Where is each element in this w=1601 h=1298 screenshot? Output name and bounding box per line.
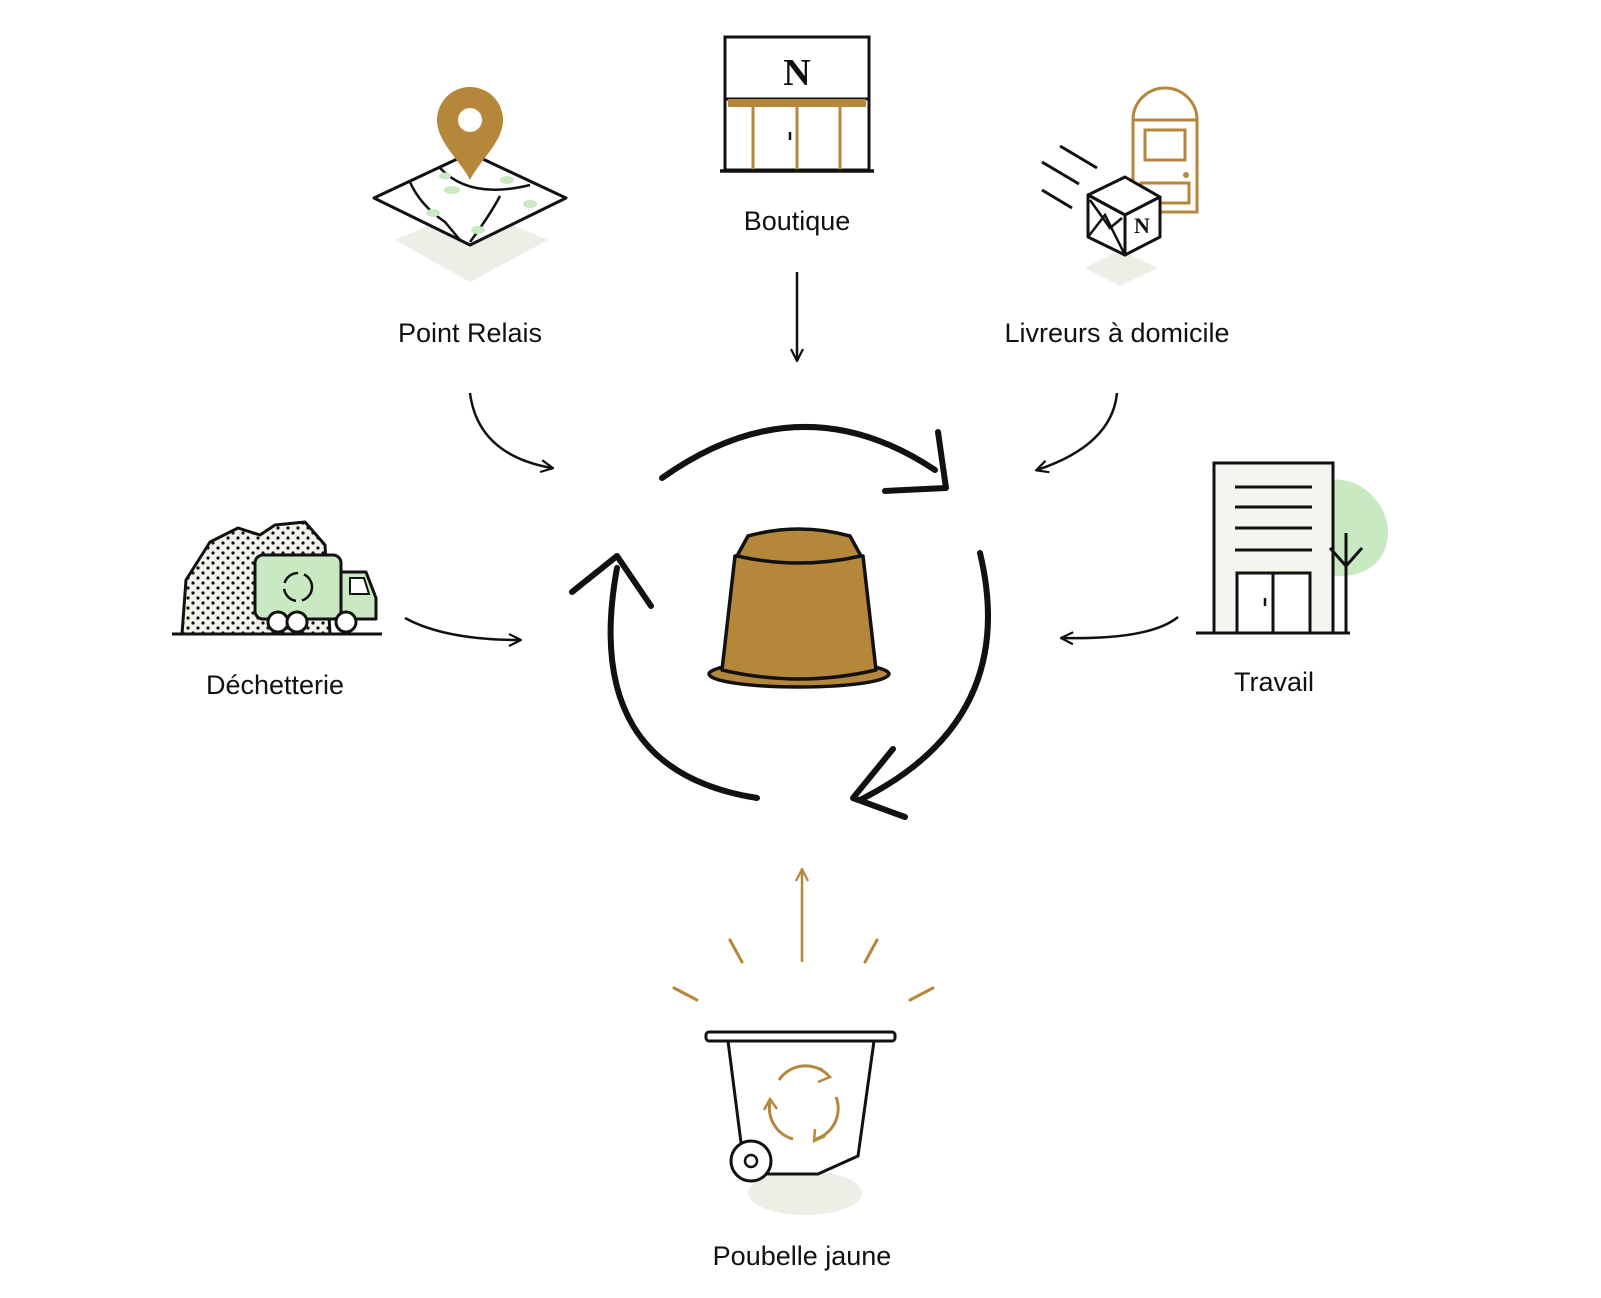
cycle-arrowhead-left <box>569 553 654 609</box>
label-point-relais: Point Relais <box>397 318 543 348</box>
cycle-arrowhead-right <box>850 746 908 820</box>
cycle-arrowhead-top <box>882 429 949 494</box>
label-livreurs: Livreurs à domicile <box>1004 318 1230 348</box>
label-dechetterie: Déchetterie <box>205 670 345 700</box>
coffee-capsule-icon <box>707 527 891 689</box>
cycle-arrow-left <box>607 565 760 801</box>
livreurs-logo-letter: N <box>1134 213 1150 238</box>
yellow-bin-icon <box>704 1030 897 1215</box>
cycle-arrows <box>569 424 991 820</box>
recycling-truck-icon <box>172 520 382 636</box>
delivery-package-icon: N <box>1041 86 1199 286</box>
burst-lines <box>672 938 935 1002</box>
arrow-livreurs <box>1037 392 1119 470</box>
arrow-point-relais <box>468 392 552 468</box>
label-boutique: Boutique <box>743 206 851 236</box>
label-poubelle-jaune: Poubelle jaune <box>712 1241 892 1271</box>
store-icon: N <box>720 35 874 173</box>
cycle-arrow-top <box>659 424 938 481</box>
boutique-logo-letter: N <box>783 52 810 94</box>
map-pin-icon <box>372 87 568 282</box>
arrow-travail <box>1062 616 1179 638</box>
cycle-arrow-right <box>857 550 991 803</box>
office-building-icon <box>1196 461 1389 635</box>
label-travail: Travail <box>1233 667 1315 697</box>
arrow-dechetterie <box>404 616 520 640</box>
